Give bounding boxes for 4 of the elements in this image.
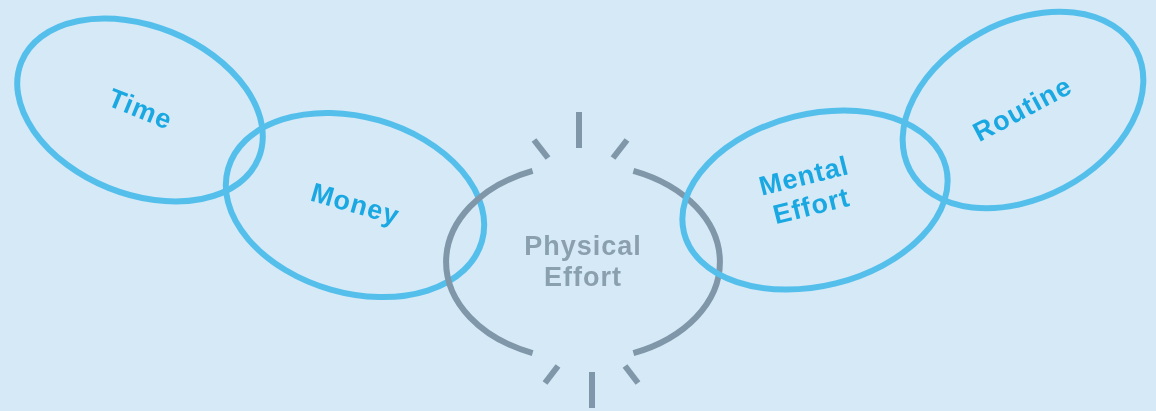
node-label: Time (103, 83, 177, 137)
node-label: Money (307, 177, 403, 233)
node-label: Mental Effort (754, 149, 854, 233)
node-label: Physical Effort (523, 230, 643, 294)
